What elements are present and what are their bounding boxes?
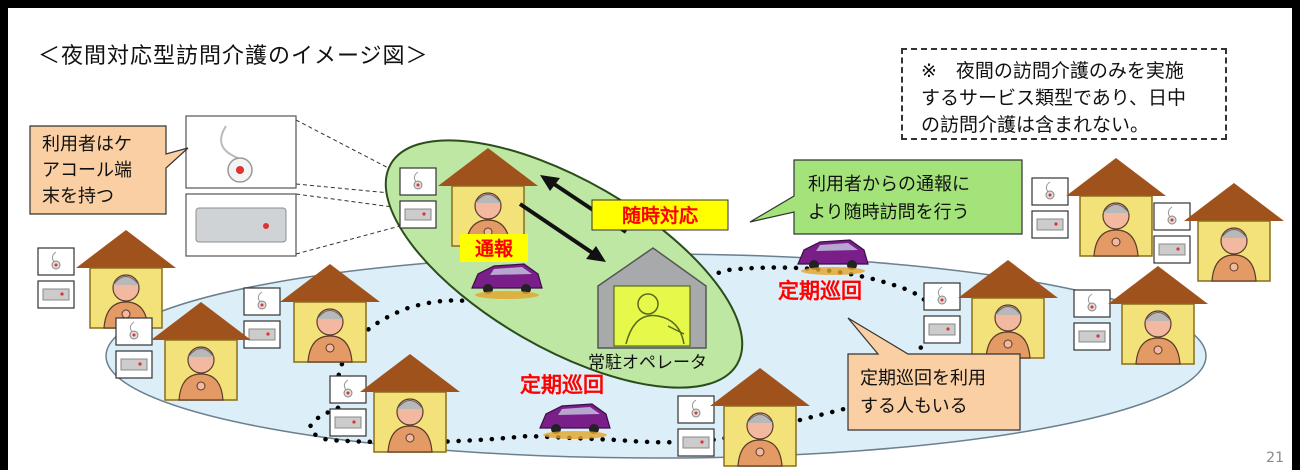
operator-label: 常駐オペレータ — [588, 353, 707, 373]
scope-note-line-1: ※ 夜間の訪問介護のみを実施 — [921, 60, 1184, 82]
page-number: 21 — [1266, 450, 1284, 466]
page-title: ＜夜間対応型訪問介護のイメージ図＞ — [38, 44, 429, 69]
scope-note-box: ※ 夜間の訪問介護のみを実施 するサービス類型であり、日中 の訪問介護は含まれな… — [901, 48, 1227, 140]
callout-visit: 利用者からの通報に より随時訪問を行う — [749, 159, 1023, 235]
scope-note-line-3: の訪問介護は含まれない。 — [921, 114, 1150, 136]
svg-text:利用者からの通報に より随時訪問を行う: 利用者からの通報に より随時訪問を行う — [808, 174, 976, 223]
tsuho-label: 通報 — [475, 237, 514, 260]
callout-terminal: 利用者はケ アコール端 末を持つ — [29, 125, 189, 215]
callout-terminal-line-3: 末を持つ — [42, 186, 114, 207]
svg-text:利用者はケ アコール端 末を: 利用者はケ アコール端 末を持つ — [42, 134, 138, 207]
car-icon-2 — [797, 239, 869, 276]
callout-patrol-use-line-2: する人もいる — [860, 396, 968, 417]
house-icon-1 — [37, 229, 177, 329]
scope-note-line-2: するサービス類型であり、日中 — [921, 87, 1187, 109]
callout-visit-line-1: 利用者からの通報に — [808, 174, 970, 195]
diagram-canvas: 随時対応 通報 定期巡回 定期巡回 常駐オペレータ 利用者はケ アコール端 末を… — [29, 115, 1285, 467]
svg-text:定期巡回を利用 する人もいる: 定期巡回を利用 する人もいる — [860, 368, 992, 417]
patrol-label-1: 定期巡回 — [778, 279, 862, 303]
patrol-route-left — [334, 298, 481, 411]
tsuho-label-box — [460, 234, 528, 262]
house-icon-8 — [1031, 157, 1167, 257]
callout-terminal-line-2: アコール端 — [42, 160, 132, 181]
callout-terminal-line-1: 利用者はケ — [42, 134, 132, 155]
device-zoom-lines — [295, 119, 401, 255]
callout-patrol-use-line-1: 定期巡回を利用 — [860, 368, 986, 389]
house-icon-9 — [1153, 182, 1285, 282]
house-icon-10 — [1073, 265, 1209, 365]
callout-patrol-use: 定期巡回を利用 する人もいる — [847, 317, 1021, 431]
slide: 随時対応 通報 定期巡回 定期巡回 常駐オペレータ 利用者はケ アコール端 末を… — [8, 8, 1292, 470]
operator-booth — [597, 247, 707, 349]
zuiji-label-box — [591, 199, 729, 231]
patrol-label-2: 定期巡回 — [520, 373, 604, 397]
zuiji-label: 随時対応 — [622, 204, 698, 227]
callout-visit-line-2: より随時訪問を行う — [808, 202, 970, 223]
